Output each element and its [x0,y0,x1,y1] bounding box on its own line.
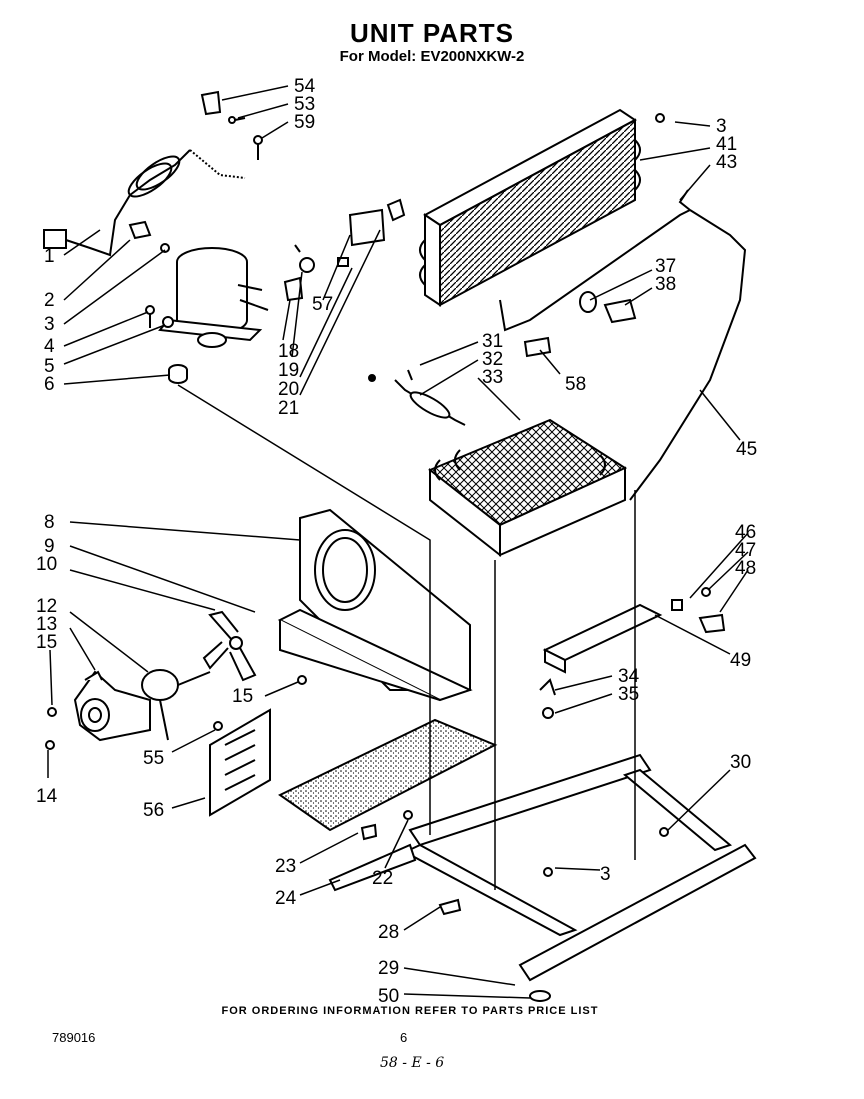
callout-5: 5 [44,356,55,377]
drain-trough [542,603,663,674]
callout-20: 20 [278,379,299,400]
base-frame [328,753,757,982]
callout-35: 35 [618,684,639,705]
callout-45: 45 [736,439,757,460]
callout-33: 33 [482,367,503,388]
callout-15-lower: 15 [232,686,253,707]
callout-32: 32 [482,349,503,370]
callout-18: 18 [278,341,299,362]
callout-22: 22 [372,868,393,889]
callout-19: 19 [278,360,299,381]
callout-46: 46 [735,522,756,543]
callout-30: 30 [730,752,751,773]
callout-9: 9 [44,536,55,557]
callout-31: 31 [482,331,503,352]
relay-overload [283,198,406,302]
callout-41: 41 [716,134,737,155]
callout-3-condenser: 3 [716,116,727,137]
screws [45,113,711,1002]
page-title: UNIT PARTS [349,18,515,48]
callout-8: 8 [44,512,55,533]
callout-4: 4 [44,336,55,357]
callout-24: 24 [275,888,297,909]
fan-bracket [73,670,151,742]
callout-50: 50 [378,986,399,1007]
callout-59: 59 [294,112,315,133]
drain-fittings [539,599,726,719]
model-line: For Model: EV200NXKW-2 [339,48,525,65]
callout-21: 21 [278,398,299,419]
callout-14: 14 [36,786,58,807]
fan-shroud [277,508,473,702]
compressor-grommet [168,364,188,384]
access-cover [209,708,271,817]
callout-6: 6 [44,374,55,395]
capillary-tube [368,369,466,426]
callout-54: 54 [294,76,316,97]
callout-57: 57 [312,294,333,315]
callout-53: 53 [294,94,315,115]
drier-parts [523,291,637,358]
fan-blade [202,610,257,682]
callout-2: 2 [44,290,55,311]
cord-clamp [128,220,170,253]
page-number: 6 [400,1030,408,1045]
callout-47: 47 [735,540,756,561]
terminal-parts [145,90,263,328]
callout-23: 23 [275,856,296,877]
callout-37: 37 [655,256,676,277]
callout-10: 10 [36,554,57,575]
condenser-coil [419,108,641,307]
handwritten-note: 58 - E - 6 [380,1055,445,1071]
callout-3: 3 [44,314,55,335]
callout-38: 38 [655,274,676,295]
fan-motor [141,669,211,741]
evaporator [428,418,628,558]
callout-1: 1 [44,246,55,267]
callout-48: 48 [735,558,756,579]
callout-49: 49 [730,650,751,671]
leader-lines [47,85,749,999]
ordering-note: FOR ORDERING INFORMATION REFER TO PARTS … [221,1005,599,1017]
callout-15: 15 [36,632,57,653]
document-number: 789016 [52,1030,96,1045]
assembly-lines [177,384,636,890]
callout-55: 55 [143,748,164,769]
callout-12: 12 [36,596,57,617]
callout-numbers: 54 53 59 1 2 3 4 5 6 18 19 20 21 57 3 41… [36,76,757,1007]
callout-29: 29 [378,958,399,979]
callout-3-base: 3 [600,864,611,885]
callout-58: 58 [565,374,586,395]
callout-13: 13 [36,614,57,635]
callout-28: 28 [378,922,399,943]
callout-43: 43 [716,152,737,173]
callout-34: 34 [618,666,640,687]
compressor [158,247,269,348]
callout-56: 56 [143,800,164,821]
power-cord [43,149,246,257]
